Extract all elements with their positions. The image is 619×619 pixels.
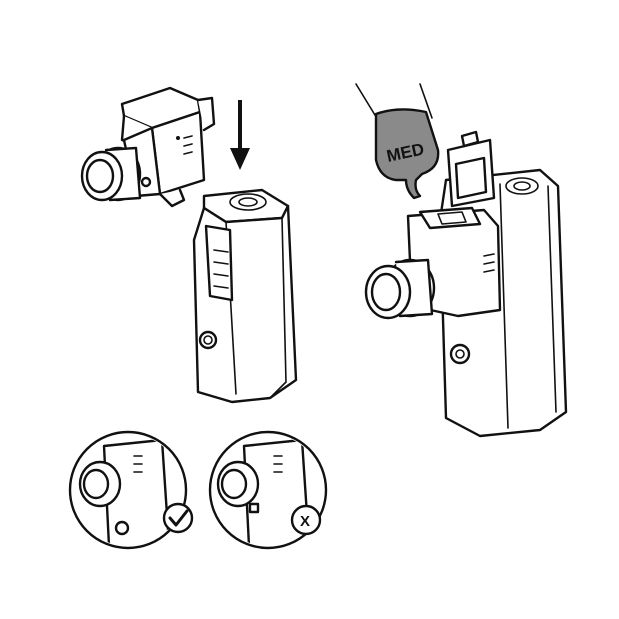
- pipette-bulb: [374, 108, 440, 200]
- detail-incorrect: X: [208, 430, 328, 550]
- detail-correct: [68, 430, 194, 550]
- down-arrow-icon: [230, 100, 250, 170]
- checkmark-icon: [162, 502, 194, 534]
- nebulizer-assembled: [364, 130, 568, 438]
- nebulizer-body-left: [192, 188, 298, 404]
- medication-pipette: MED: [355, 83, 440, 200]
- x-mark-symbol: X: [300, 513, 310, 530]
- mesh-module-detached: [80, 86, 216, 208]
- x-mark-icon: X: [290, 504, 322, 536]
